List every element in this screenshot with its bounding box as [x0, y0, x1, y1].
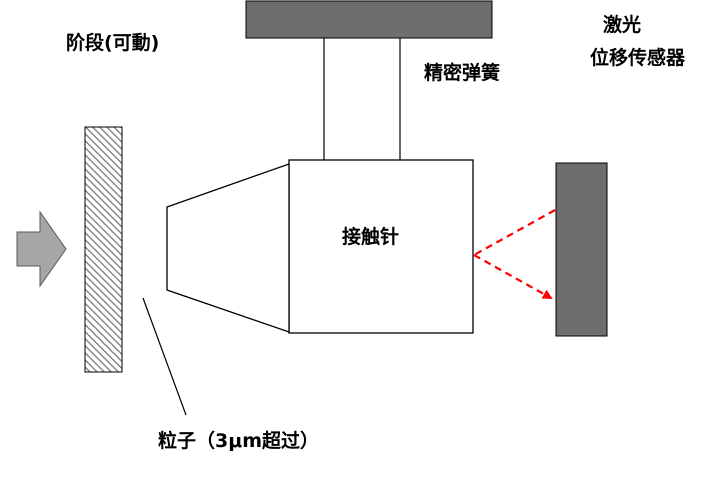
probe-label: 接触针	[342, 225, 399, 248]
laser-sensor-block	[555, 162, 608, 337]
stage-label: 阶段(可動)	[66, 31, 159, 54]
spring-label: 精密弹簧	[424, 61, 500, 84]
probe-tip	[166, 163, 290, 333]
particle-leader-line	[142, 297, 187, 416]
particle-label: 粒子（3μm超过）	[158, 429, 319, 452]
laser-beam-reflected	[473, 254, 553, 299]
movement-arrow	[16, 210, 67, 288]
stage-plate	[84, 126, 123, 373]
laser-sensor-label-line1: 激光	[603, 13, 641, 36]
laser-beam-incident	[473, 209, 556, 256]
top-plate	[245, 0, 493, 39]
laser-sensor-label-line2: 位移传感器	[590, 46, 686, 69]
